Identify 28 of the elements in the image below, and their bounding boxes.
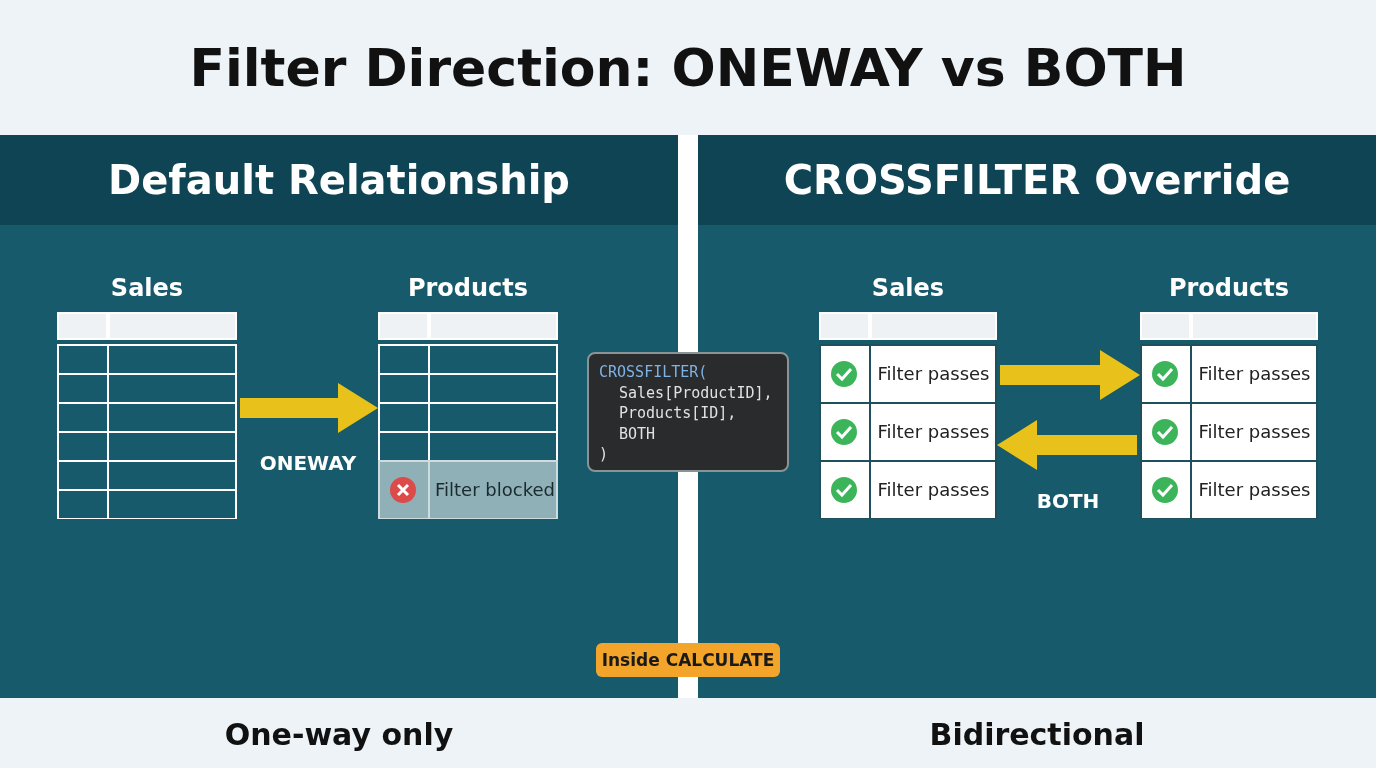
cell-text: Filter passes — [1197, 420, 1312, 444]
badge: Inside CALCULATE — [596, 643, 780, 677]
code-line: CROSSFILTER( — [599, 362, 708, 382]
table-title: Products — [406, 273, 530, 304]
table-title: Sales — [870, 273, 946, 304]
cell-text: Filter passes — [1197, 362, 1312, 386]
arrow — [1000, 350, 1140, 400]
edge-label: ONEWAY — [258, 450, 358, 477]
code-line: Sales[ProductID], — [619, 382, 773, 403]
cell-text: Filter passes — [876, 362, 991, 386]
code-line: ) — [599, 444, 609, 464]
table-title: Sales — [109, 273, 185, 304]
caption: One-way only — [223, 716, 455, 754]
cell-text: Filter passes — [1197, 478, 1312, 502]
edge-label: BOTH — [1035, 488, 1101, 515]
caption: Bidirectional — [928, 716, 1146, 754]
cell-text: Filter blocked — [435, 478, 552, 502]
title: Filter Direction: ONEWAY vs BOTH — [188, 38, 1188, 98]
cell-text: Filter passes — [876, 478, 991, 502]
arrow — [240, 383, 378, 433]
code-line: Products[ID], — [619, 403, 737, 423]
cell-text: Filter passes — [876, 420, 991, 444]
panel-header: Default Relationship — [0, 135, 678, 225]
arrow — [997, 420, 1137, 470]
panel-header: CROSSFILTER Override — [698, 135, 1376, 225]
code-box — [587, 352, 789, 472]
table-title: Products — [1167, 273, 1291, 304]
code-line: BOTH — [619, 423, 656, 444]
